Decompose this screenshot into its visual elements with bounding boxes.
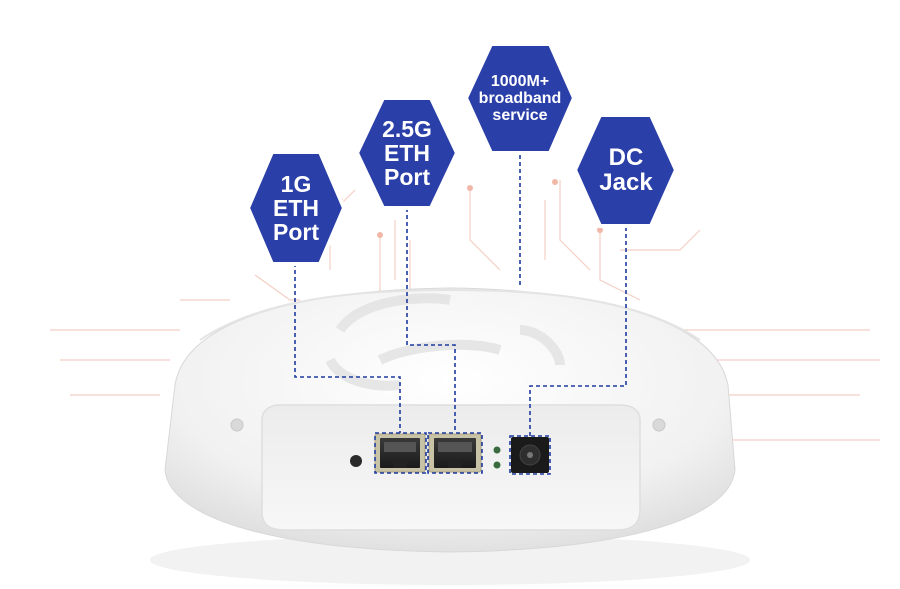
status-leds — [493, 446, 501, 469]
reset-hole — [350, 455, 362, 467]
hex-2-5g-eth-port — [354, 96, 460, 210]
callout-25g-line3: Port — [384, 164, 430, 191]
dc-jack — [511, 437, 549, 473]
circuit-background — [50, 180, 880, 441]
access-point-body — [150, 287, 750, 585]
callout-1g-eth-port: 1G ETH Port — [273, 170, 319, 246]
hex-1g-eth-port — [245, 150, 347, 266]
callout-dc-line1: DC — [608, 143, 644, 171]
callout-broadband-service: 1000M+ broadband service — [478, 72, 562, 124]
callout-dc-line2: Jack — [599, 169, 653, 196]
hex-badges — [245, 42, 679, 266]
callout-25g-line2: ETH — [384, 139, 430, 166]
callout-1g-line2: ETH — [273, 194, 319, 221]
callout-bb-line3: service — [492, 106, 548, 124]
callout-25g-line1: 2.5G — [382, 115, 432, 142]
callout-1g-line1: 1G — [280, 170, 312, 197]
callout-2-5g-eth-port: 2.5G ETH Port — [382, 115, 432, 191]
eth-port-2-5g — [428, 433, 482, 473]
callout-connectors — [294, 155, 627, 475]
hex-broadband-service — [463, 42, 577, 155]
callout-bb-line2: broadband — [478, 89, 562, 107]
hex-dc-jack — [572, 113, 679, 228]
eth-port-1g — [374, 433, 426, 473]
callout-dc-jack: DC Jack — [599, 143, 653, 196]
callout-bb-line1: 1000M+ — [490, 72, 550, 90]
callout-1g-line3: Port — [273, 219, 319, 246]
